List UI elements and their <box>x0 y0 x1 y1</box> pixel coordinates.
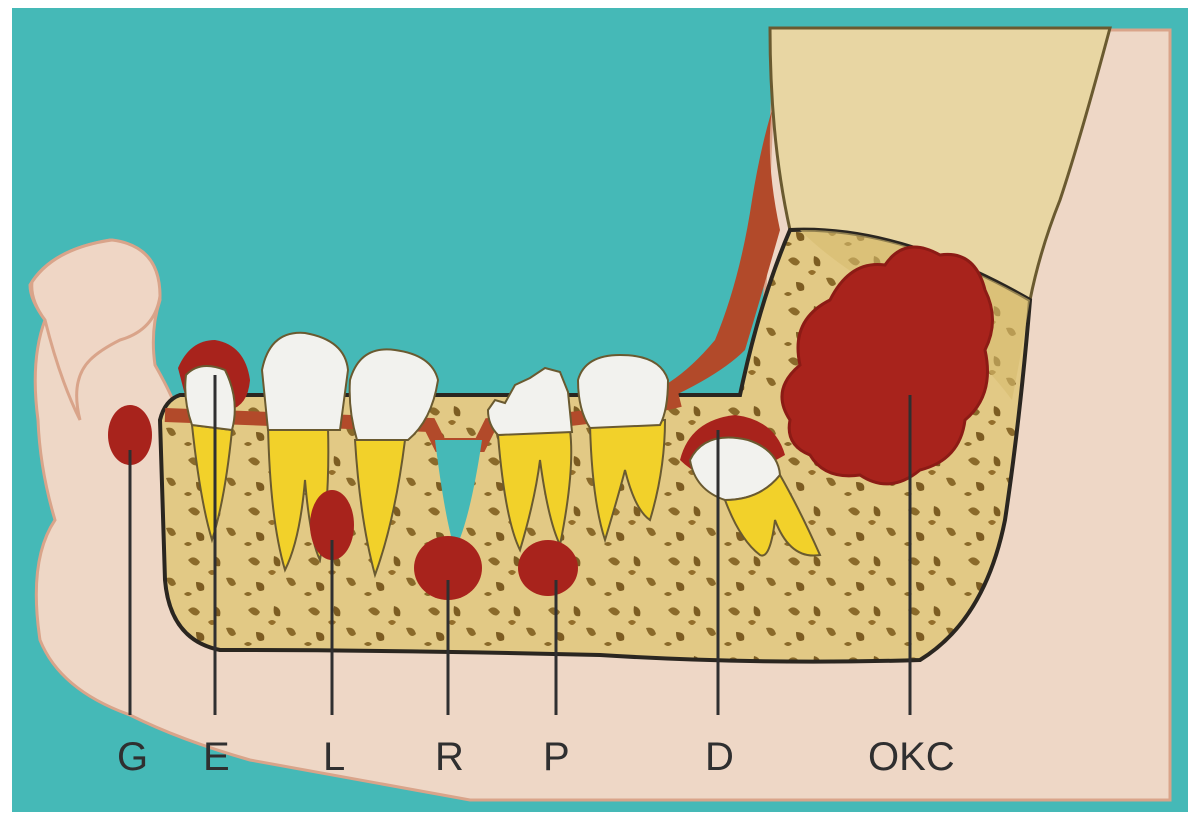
tooth-2-crown <box>262 333 348 430</box>
label-g: G <box>117 735 148 779</box>
label-r: R <box>435 735 464 779</box>
label-e: E <box>203 735 230 779</box>
label-l: L <box>323 735 345 779</box>
tooth-5-crown <box>578 355 668 428</box>
label-p: P <box>543 735 570 779</box>
periapical-cyst <box>518 540 578 596</box>
tooth-erupting-crown <box>185 366 235 430</box>
label-okc: OKC <box>868 735 955 779</box>
label-d: D <box>705 735 734 779</box>
